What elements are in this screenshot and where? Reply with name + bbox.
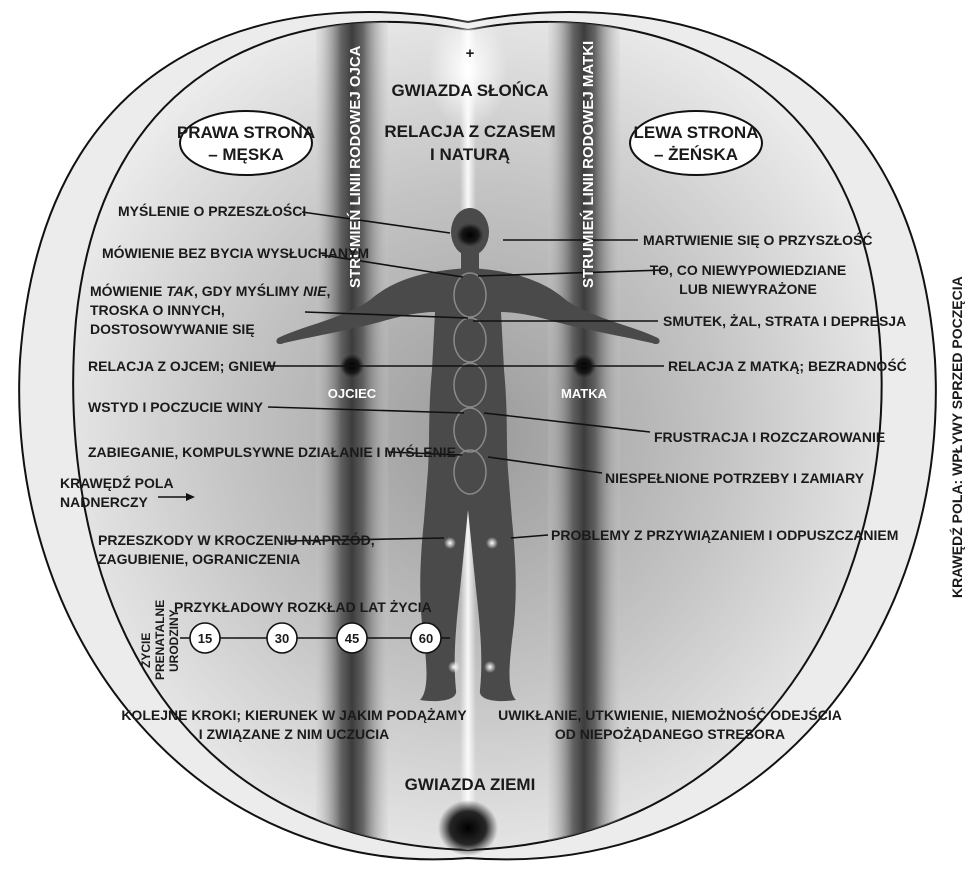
father-label: OJCIEC <box>328 386 377 401</box>
label-obstacles-line2: ZAGUBIENIE, OGRANICZENIA <box>98 551 300 567</box>
timeline-side-line2: PRENATALNE <box>153 600 167 680</box>
timeline-marker: 60 <box>411 623 441 653</box>
timeline-marker: 30 <box>267 623 297 653</box>
left-side-line1: LEWA STRONA <box>634 123 759 142</box>
earth-star <box>438 800 498 856</box>
label-obstacles-line1: PRZESZKODY W KROCZENIU NAPRZÓD, <box>98 531 375 548</box>
label-unspoken-line1: TO, CO NIEWYPOWIEDZIANE <box>650 262 847 278</box>
timeline-title: PRZYKŁADOWY ROZKŁAD LAT ŻYCIA <box>174 599 432 615</box>
plus-sign: + <box>466 45 475 62</box>
label-entangle-line2: OD NIEPOŻĄDANEGO STRESORA <box>555 726 785 742</box>
right-side-line2: – MĘSKA <box>208 145 284 164</box>
timeline-side-line1: ŻYCIE <box>138 633 153 668</box>
right-side-line1: PRAWA STRONA <box>177 123 315 142</box>
label-busy: ZABIEGANIE, KOMPULSYWNE DZIAŁANIE I MYŚL… <box>88 443 456 460</box>
timeline-year: 45 <box>345 631 359 646</box>
label-caring: TROSKA O INNYCH, <box>90 302 225 318</box>
timeline-year: 30 <box>275 631 289 646</box>
label-future: MARTWIENIE SIĘ O PRZYSZŁOŚĆ <box>643 231 872 248</box>
timeline-side-line3: URODZINY <box>167 609 181 672</box>
label-not-heard: MÓWIENIE BEZ BYCIA WYSŁUCHANYM <box>102 244 369 261</box>
label-adrenal-edge-line2: NADNERCZY <box>60 494 149 510</box>
left-side-line2: – ŻEŃSKA <box>654 145 738 164</box>
label-father-relation: RELACJA Z OJCEM; GNIEW <box>88 358 276 374</box>
sun-star-label: GWIAZDA SŁOŃCA <box>391 81 548 100</box>
label-steps-line1: KOLEJNE KROKI; KIERUNEK W JAKIM PODĄŻAMY <box>121 707 467 723</box>
mother-stream-label: STRUMIEŃ LINII RODOWEJ MATKI <box>580 41 597 288</box>
label-shame: WSTYD I POCZUCIE WINY <box>88 399 264 415</box>
label-mother-relation: RELACJA Z MATKĄ; BEZRADNOŚĆ <box>668 357 907 374</box>
label-entangle-line1: UWIKŁANIE, UTKWIENIE, NIEMOŻNOŚĆ ODEJŚCI… <box>498 706 842 723</box>
head-dark-spot <box>456 223 484 247</box>
relation-time-line2: I NATURĄ <box>430 145 510 164</box>
left-side-bubble <box>630 111 762 175</box>
timeline-year: 60 <box>419 631 433 646</box>
relation-time-line1: RELACJA Z CZASEM <box>384 122 555 141</box>
label-frustration: FRUSTRACJA I ROZCZAROWANIE <box>654 429 885 445</box>
label-yes-when-no: MÓWIENIE TAK, GDY MYŚLIMY NIE, <box>90 282 330 299</box>
label-steps-line2: I ZWIĄZANE Z NIM UCZUCIA <box>199 726 390 742</box>
sun-star-glow <box>428 10 508 130</box>
timeline-marker: 15 <box>190 623 220 653</box>
right-side-bubble <box>180 111 312 175</box>
label-past: MYŚLENIE O PRZESZŁOŚCI <box>118 202 306 219</box>
field-edge-caption: KRAWĘDŹ POLA: WPŁYWY SPRZED POCZĘCIA <box>949 276 965 598</box>
label-adrenal-edge-line1: KRAWĘDŹ POLA <box>60 475 174 491</box>
timeline-year: 15 <box>198 631 212 646</box>
label-sadness: SMUTEK, ŻAL, STRATA I DEPRESJA <box>663 313 906 329</box>
earth-star-label: GWIAZDA ZIEMI <box>405 775 536 794</box>
label-unfulfilled: NIESPEŁNIONE POTRZEBY I ZAMIARY <box>605 470 865 486</box>
mother-label: MATKA <box>561 386 608 401</box>
label-attachment: PROBLEMY Z PRZYWIĄZANIEM I ODPUSZCZANIEM <box>551 527 898 543</box>
label-unspoken-line2: LUB NIEWYRAŻONE <box>679 281 817 297</box>
timeline-marker: 45 <box>337 623 367 653</box>
label-adapting: DOSTOSOWYWANIE SIĘ <box>90 321 255 337</box>
